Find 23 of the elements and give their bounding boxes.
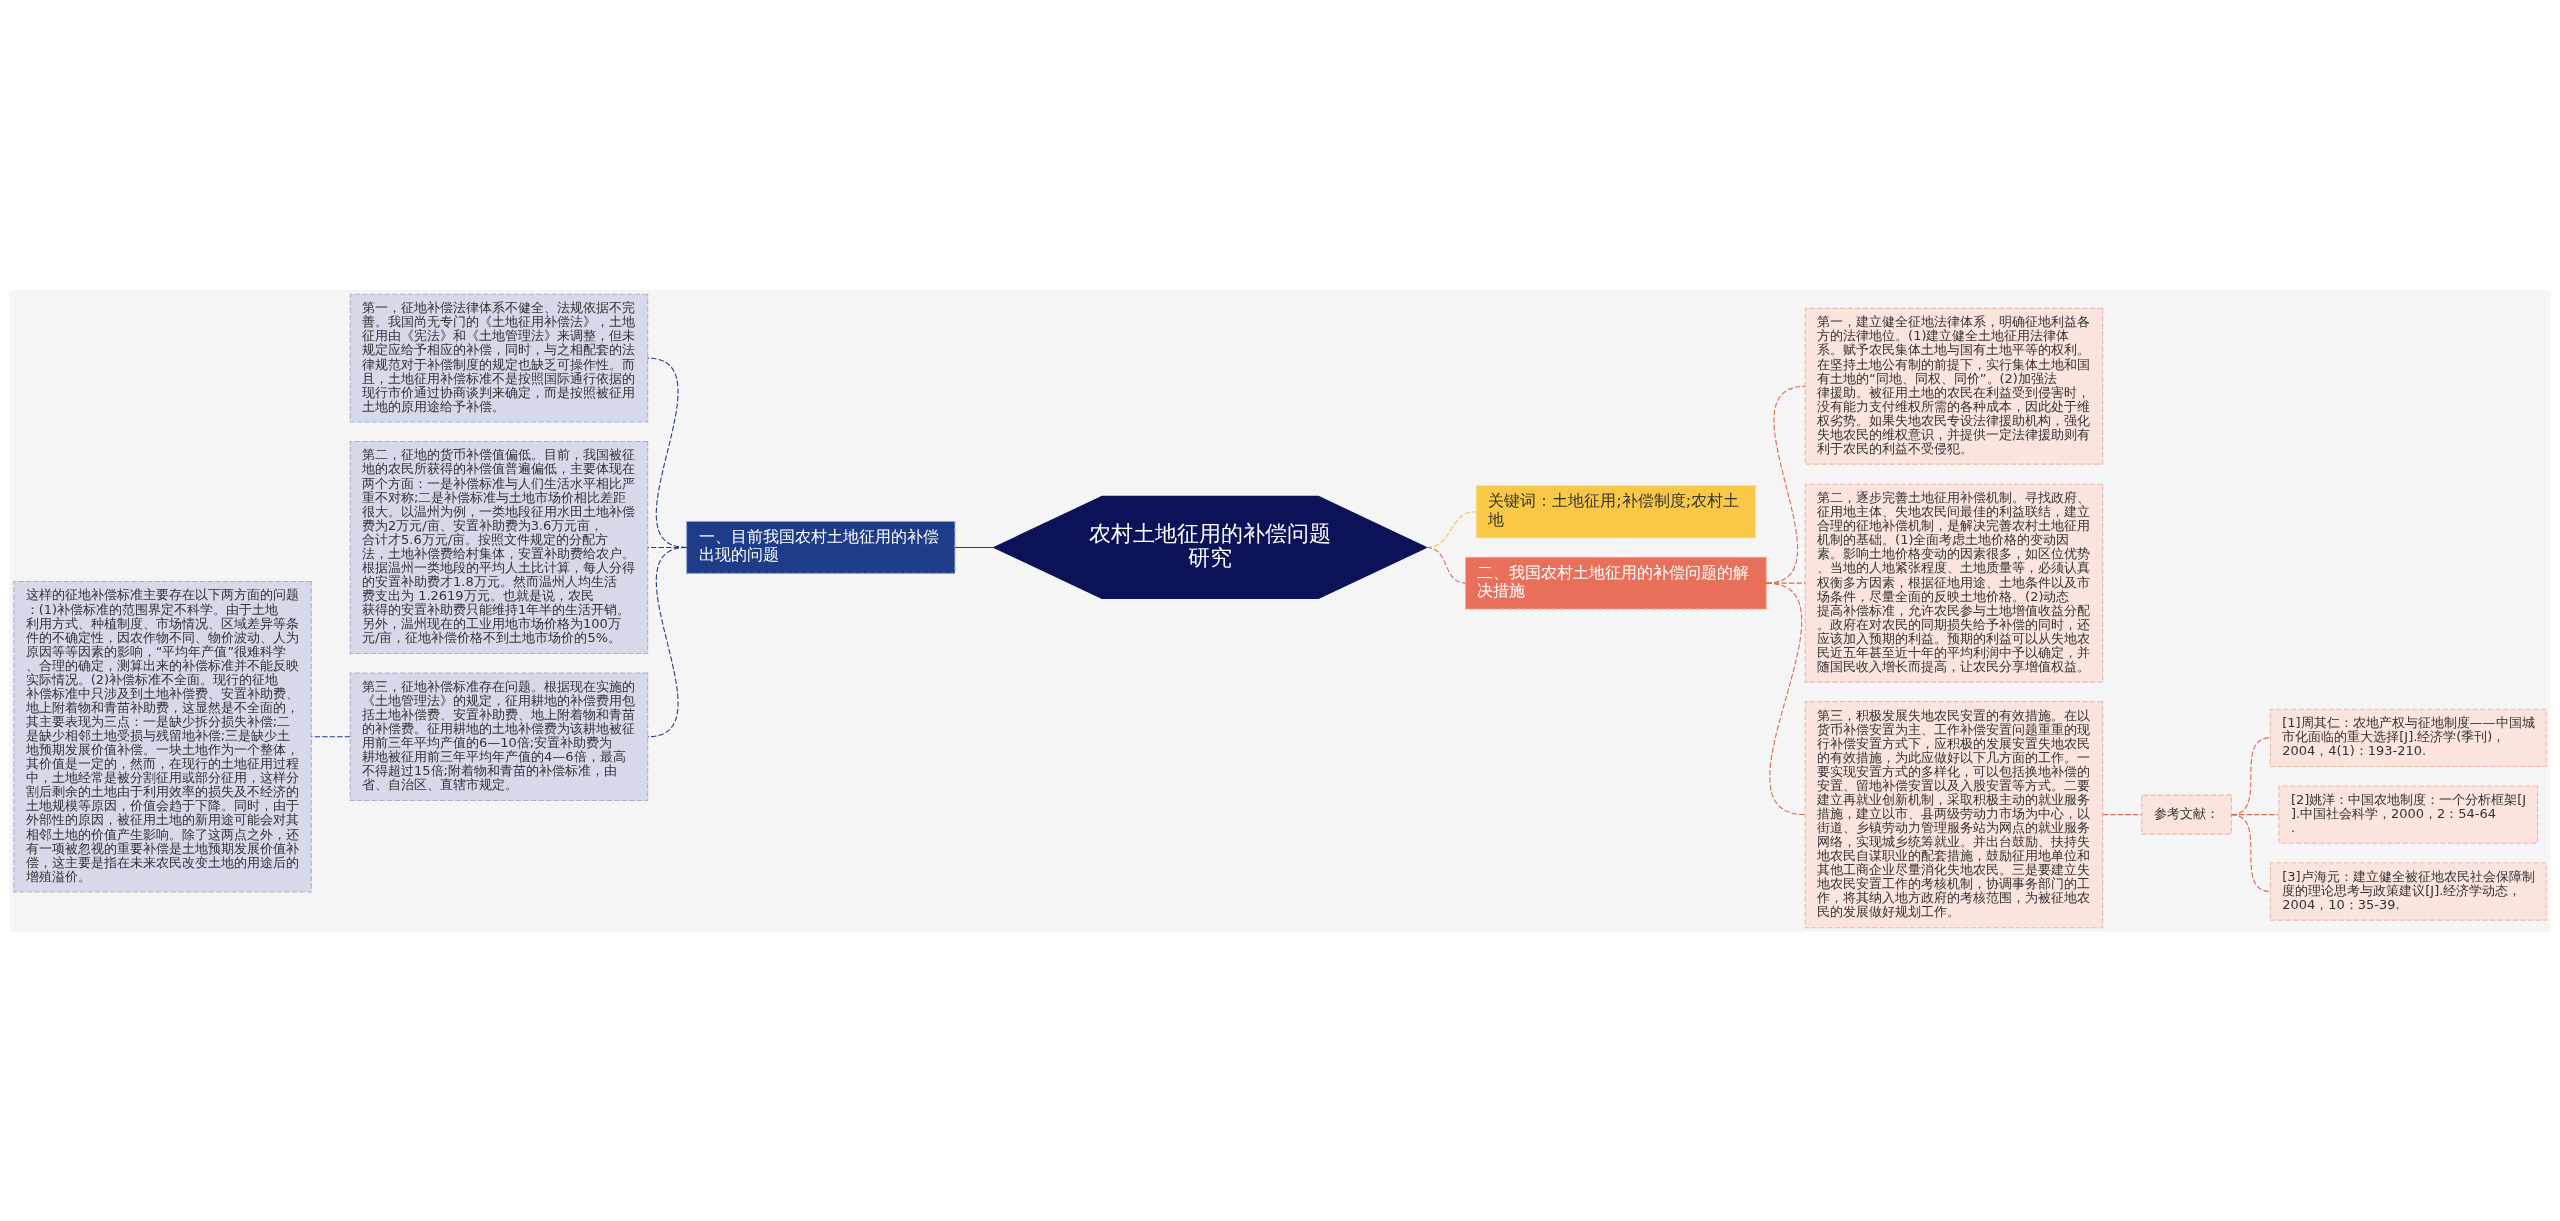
node-box: 这样的征地补偿标准主要存在以下两方面的问题：(1)补偿标准的范围界定不科学。由于土地利用方式、种植制度、市场情况、区域差异等条件的不确定性，因农作物不同、物价波动、人为原因等等因素的影响，“平均年产值”很难科学、合理的确定，测算出来的补偿标准并不能反映实际情况。(2)补偿标准不全面。现行的征地补偿标准中只涉及到土地补偿费、安置补助费、地上附着物和青苗补助费，这显然是不全面的，其主要表现为三点：一是缺少拆分损失补偿;二是缺少相邻土地受损与残留地补偿;三是缺少土地预期发展价值补偿。一块土地作为一个整体，其价值是一定的，然而，在现行的土地征用过程中，土地经常是被分割征用或部分征用，这样分割后剩余的土地由于利用效率的损失及不经济的土地规模等原因，价值会趋于下降。同时，由于外部性的原因，被征用土地的新用途可能会对其相邻土地的价值产生影响。除了这两点之外，还有一项被忽视的重要补偿是土地预期发展价值补偿，这主要是指在未来农民改变土地的用途后的增殖溢价。: [13, 580, 312, 892]
node-box: 二、我国农村土地征用的补偿问题的解决措施: [1465, 556, 1767, 610]
node-box: [2]姚洋：中国农地制度：一个分析框架[J].中国社会科学，2000，2：54-64.: [2278, 784, 2539, 844]
node-box: [3]卢海元：建立健全被征地农民社会保障制度的理论思考与政策建议[J].经济学动态，2004，10：35-39.: [2269, 861, 2547, 921]
node-box: 第三，积极发展失地农民安置的有效措施。在以货币补偿安置为主、工作补偿安置问题重重的现行补偿安置方式下，应积极的发展安置失地农民的有效措施，为此应做好以下几方面的工作。一要实现安置方式的多样化，可以包括换地补偿的安置、留地补偿安置以及入股安置等方式。二要建立再就业创新机制，采取积极主动的就业服务措施，建立以市、县两级劳动力市场为中心，以街道、乡镇劳动力管理服务站为网点的就业服务网络，实现城乡统筹就业。并出台鼓励、扶持失地农民自谋职业的配套措施，鼓励征用地单位和其他工商企业尽量消化失地农民。三是要建立失地农民安置工作的考核机制，协调事务部门的工作，将其纳入地方政府的考核范围，为被征地农民的发展做好规划工作。: [1804, 700, 2104, 928]
connector: [1765, 385, 1806, 584]
node-box: 关键词：土地征用;补偿制度;农村土地: [1475, 484, 1756, 538]
node-box: 参考文献：: [2141, 794, 2232, 835]
node-box: [1]周其仁：农地产权与征地制度——中国城市化面临的重大选择[J].经济学(季刊)，2004，4(1)：193-210.: [2269, 708, 2547, 767]
node-box: 第二，征地的货币补偿值偏低。目前，我国被征地的农民所获得的补偿值普遍偏低，主要体现在两个方面：一是补偿标准与人们生活水平相比严重不对称;二是补偿标准与土地市场价相比差距很大。以温州为例，一类地段征用水田土地补偿费为2万元/亩、安置补助费为3.6万元亩，合计才5.6万元/亩。按照文件规定的分配方法，土地补偿费给村集体，安置补助费给农户。根据温州一类地段的平均人土比计算，每人分得的安置补助费才1.8万元。然而温州人均生活费支出为 1.2619万元。也就是说，农民获得的安置补助费只能维持1年半的生活开销。另外，温州现在的工业用地市场价格为100万元/亩，征地补偿价格不到土地市场价的5%。: [349, 440, 649, 654]
connector: [310, 735, 351, 737]
node-box: 第二，逐步完善土地征用补偿机制。寻找政府、征用地主体、失地农民间最佳的利益联结，建立合理的征地补偿机制，是解决完善农村土地征用机制的基础。(1)全面考虑土地价格的变动因素。影响土地价格变动的因素很多，如区位优势、当地的人地紧张程度、土地质量等，必须认真权衡多方因素，根据征地用途、土地条件以及市场条件，尽量全面的反映土地价格。(2)动态提高补偿标准，允许农民参与土地增值收益分配。政府在对农民的同期损失给予补偿的同时，还应该加入预期的利益。预期的利益可以从失地农民近五年甚至近十年的平均利润中予以确定，并随国民收入增长而提高，让农民分享增值权益。: [1804, 483, 2104, 683]
node-box: 第一，征地补偿法律体系不健全、法规依据不完善。我国尚无专门的《土地征用补偿法》，土地征用由《宪法》和《土地管理法》来调整，但未规定应给予相应的补偿，同时，与之相配套的法律规范对于补偿制度的规定也缺乏可操作性。而且，土地征用补偿标准不是按照国际通行依据的现行市价通过协商谈判来确定，而是按照被征用土地的原用途给予补偿。: [349, 293, 649, 422]
connector: [1765, 582, 1806, 815]
connector: [1426, 546, 1467, 584]
connector: [954, 546, 995, 548]
node-box: 一、目前我国农村土地征用的补偿出现的问题: [686, 520, 956, 574]
connector: [647, 546, 688, 737]
node-box: 第三，征地补偿标准存在问题。根据现在实施的《土地管理法》的规定，征用耕地的补偿费用包括土地补偿费、安置补助费、地上附着物和青苗的补偿费。征用耕地的土地补偿费为该耕地被征用前三年平均产值的6—10倍;安置补助费为耕地被征用前三年平均年产值的4—6倍，最高不得超过15倍;附着物和青苗的补偿标准，由省、自治区、直辖市规定。: [349, 671, 649, 801]
connector: [2102, 813, 2143, 815]
connector: [2230, 813, 2271, 892]
connector: [1765, 582, 1806, 584]
node-box: 第一，建立健全征地法律体系，明确征地利益各方的法律地位。(1)建立健全土地征用法律体系。赋予农民集体土地与国有土地平等的权利。在坚持土地公有制的前提下，实行集体土地和国有土地的“同地、同权、同价”。(2)加强法律援助。被征用土地的农民在利益受到侵害时，没有能力支付维权所需的各种成本，因此处于维权劣势。如果失地农民专设法律援助机构，强化失地农民的维权意识，并提供一定法律援助则有利于农民的利益不受侵犯。: [1804, 307, 2104, 465]
